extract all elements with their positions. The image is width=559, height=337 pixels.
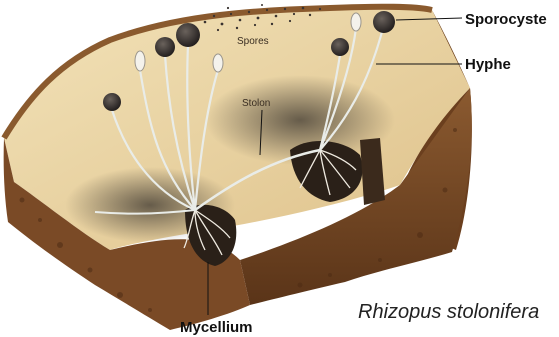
sporangium-icon <box>331 38 349 56</box>
sporangium-icon <box>176 23 200 47</box>
sporangium-icon <box>155 37 175 57</box>
label-stolon: Stolon <box>242 98 270 109</box>
sporangium-icon <box>373 11 395 33</box>
species-caption: Rhizopus stolonifera <box>358 301 539 323</box>
label-mycellium: Mycellium <box>180 319 253 336</box>
label-hyphe: Hyphe <box>465 56 511 73</box>
label-spores: Spores <box>237 36 269 47</box>
sporangium-icon <box>103 93 121 111</box>
label-sporocyste: Sporocyste <box>465 11 547 28</box>
